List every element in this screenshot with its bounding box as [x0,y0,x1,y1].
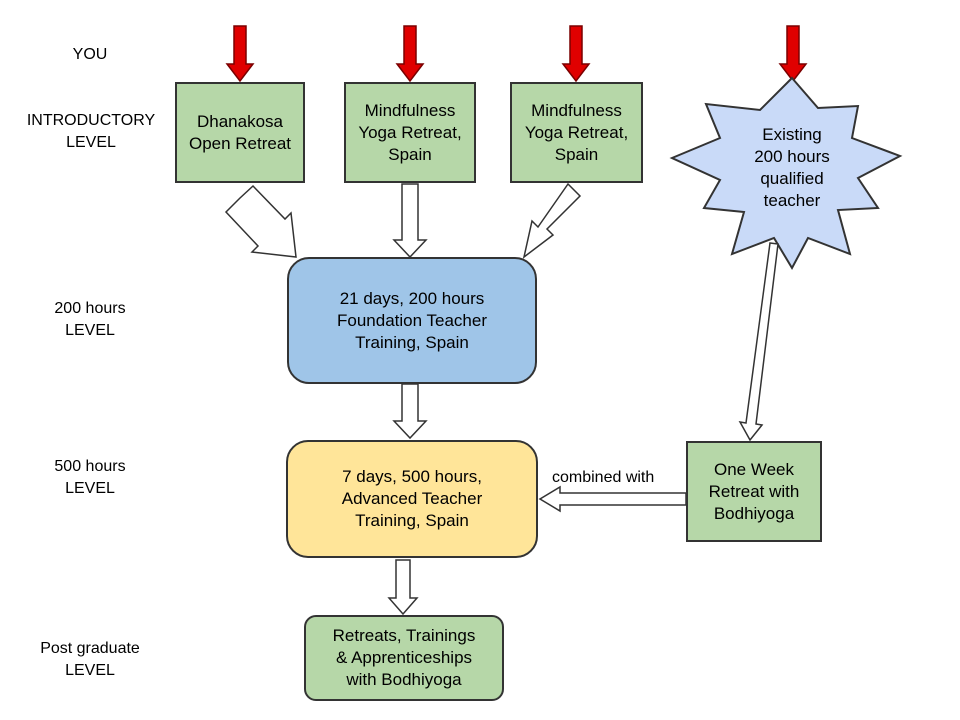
level-label-you: YOU [72,46,108,63]
entry-arrow-existing-teacher [778,25,808,83]
entry-arrow-mindfulness-1 [395,25,425,83]
flow-arrow-mindfulness-2-to-foundation [522,182,582,259]
node-postgrad-retreats: Retreats, Trainings & Apprenticeships wi… [304,615,504,701]
flow-arrow-mindfulness-1-to-foundation [392,183,428,259]
node-one-week-retreat: One Week Retreat with Bodhiyoga [686,441,822,542]
node-mindfulness-1: Mindfulness Yoga Retreat, Spain [344,82,476,183]
entry-arrow-mindfulness-2 [561,25,591,83]
level-label-introductory: INTRODUCTORY LEVEL [26,112,156,151]
flow-arrow-dhanakosa-to-foundation [224,184,297,258]
node-dhanakosa: Dhanakosa Open Retreat [175,82,305,183]
level-label-postgrad: Post graduate LEVEL [40,640,140,679]
node-foundation-training: 21 days, 200 hours Foundation Teacher Tr… [287,257,537,384]
existing-teacher-star [669,76,903,271]
node-existing-teacher: Existing 200 hours qualified teacher [754,125,830,210]
flow-arrow-foundation-to-advanced [392,383,428,440]
flow-arrow-existing-to-one-week [738,242,779,442]
level-label-500-hours: 500 hours LEVEL [54,458,126,497]
flow-arrow-one-week-to-advanced [538,485,687,513]
flow-arrow-advanced-to-postgrad [387,559,419,616]
level-label-200-hours: 200 hours LEVEL [54,300,126,339]
node-advanced-training: 7 days, 500 hours, Advanced Teacher Trai… [286,440,538,558]
node-mindfulness-2: Mindfulness Yoga Retreat, Spain [510,82,643,183]
connector-label-combined-with: combined with [552,469,655,486]
entry-arrow-dhanakosa [225,25,255,83]
